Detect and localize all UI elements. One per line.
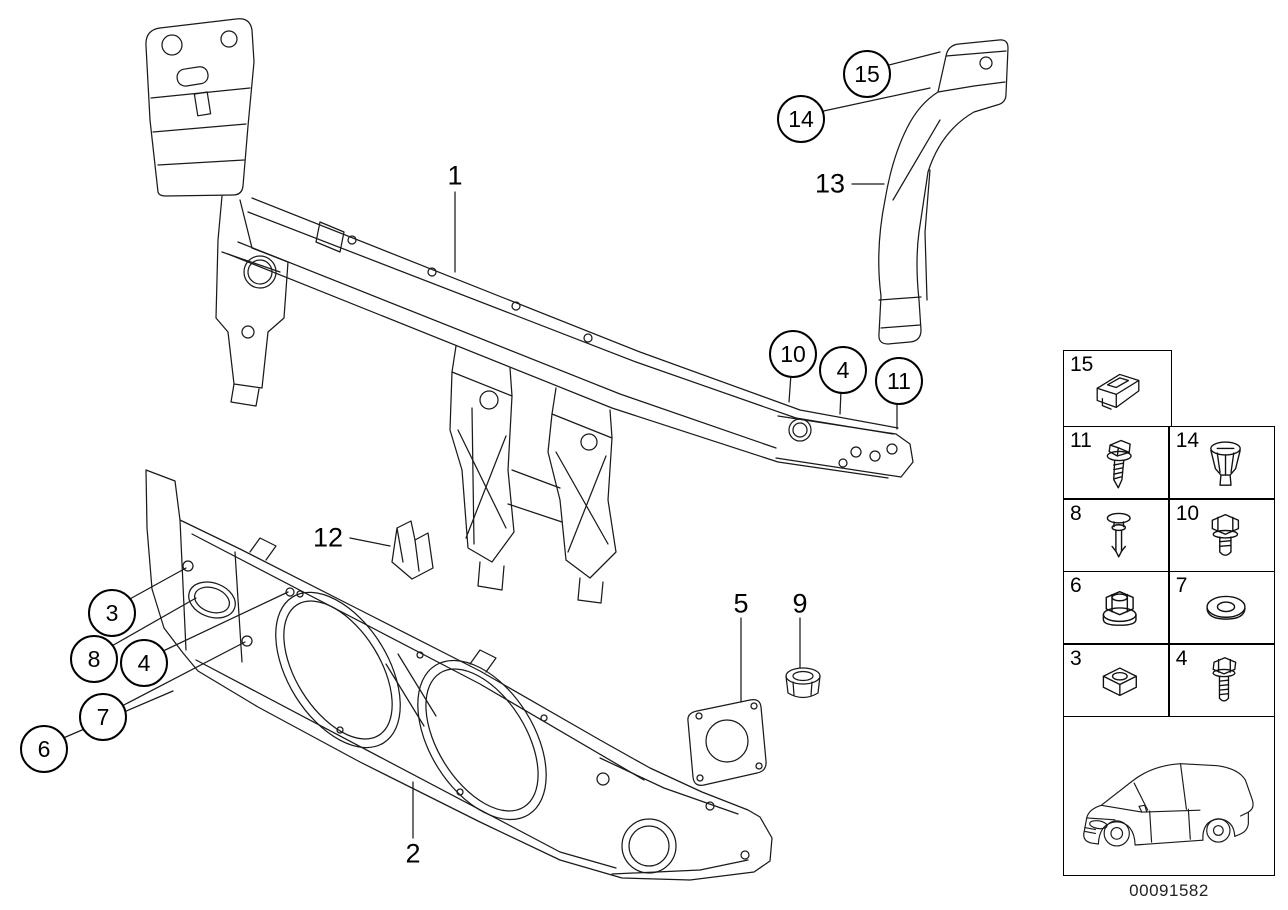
front-panel-drawing <box>145 469 773 881</box>
callout-2[interactable]: 2 <box>403 838 423 869</box>
plastic-expanding-nut-icon <box>1210 440 1241 486</box>
sheet-metal-clip-icon <box>1096 373 1139 410</box>
flange-nut-icon <box>1102 590 1137 626</box>
callout-15[interactable]: 15 <box>843 50 891 98</box>
leader-lines <box>60 51 941 839</box>
washer-icon <box>1206 595 1246 620</box>
callout-14[interactable]: 14 <box>777 95 825 143</box>
legend-cell-8[interactable]: 8 <box>1064 499 1169 571</box>
legend-cell-label: 3 <box>1070 646 1082 670</box>
callout-12[interactable]: 12 <box>310 522 346 553</box>
legend-cell-label: 10 <box>1175 501 1200 525</box>
car-silhouette-box <box>1063 716 1275 876</box>
legend-cell-6[interactable]: 6 <box>1064 572 1169 643</box>
small-bracket-12-drawing <box>391 520 434 580</box>
self-tapping-screw-icon <box>1106 439 1132 488</box>
legend-cell-10[interactable]: 10 <box>1169 499 1274 571</box>
legend-cell-label: 8 <box>1070 501 1082 525</box>
legend-cell-label: 11 <box>1070 429 1092 452</box>
legend-cell-7[interactable]: 7 <box>1169 572 1274 643</box>
callout-4-upper[interactable]: 4 <box>819 346 867 394</box>
callout-7[interactable]: 7 <box>79 693 127 741</box>
legend-cell-11[interactable]: 11 <box>1064 427 1169 498</box>
hex-bolt-icon <box>1212 657 1237 702</box>
fastener-table: 11 14 8 <box>1063 426 1275 717</box>
legend-cell-14[interactable]: 14 <box>1169 427 1274 498</box>
fastener-legend: 15 11 14 <box>1063 350 1275 901</box>
car-silhouette <box>1083 763 1254 847</box>
legend-cell-label: 6 <box>1070 574 1082 597</box>
legend-cell-15[interactable]: 15 <box>1063 350 1172 426</box>
square-nut-icon <box>1102 667 1138 697</box>
carrier-assembly-drawing <box>145 18 914 604</box>
callout-6[interactable]: 6 <box>20 725 68 773</box>
legend-cell-label: 7 <box>1175 574 1188 597</box>
legend-cell-label: 14 <box>1175 429 1200 452</box>
callout-9[interactable]: 9 <box>790 588 810 619</box>
bushing-9-drawing <box>785 667 821 699</box>
doc-number: 00091582 <box>1129 880 1209 900</box>
callout-4-left[interactable]: 4 <box>120 639 168 687</box>
legend-cell-label: 4 <box>1175 646 1188 670</box>
callout-5[interactable]: 5 <box>731 588 751 619</box>
legend-cell-label: 15 <box>1070 353 1094 376</box>
legend-cell-3[interactable]: 3 <box>1064 644 1169 716</box>
hex-head-bolt-short-icon <box>1211 513 1239 556</box>
callout-13[interactable]: 13 <box>812 168 848 199</box>
callout-8[interactable]: 8 <box>70 635 118 683</box>
legend-cell-4[interactable]: 4 <box>1169 644 1274 716</box>
support-bracket-13-drawing <box>878 39 1009 345</box>
callout-11[interactable]: 11 <box>875 357 923 405</box>
gasket-plate-5-drawing <box>687 699 767 786</box>
callout-1[interactable]: 1 <box>445 160 465 191</box>
callout-10[interactable]: 10 <box>769 330 817 378</box>
expansion-rivet-icon <box>1106 512 1131 558</box>
callout-3[interactable]: 3 <box>88 589 136 637</box>
